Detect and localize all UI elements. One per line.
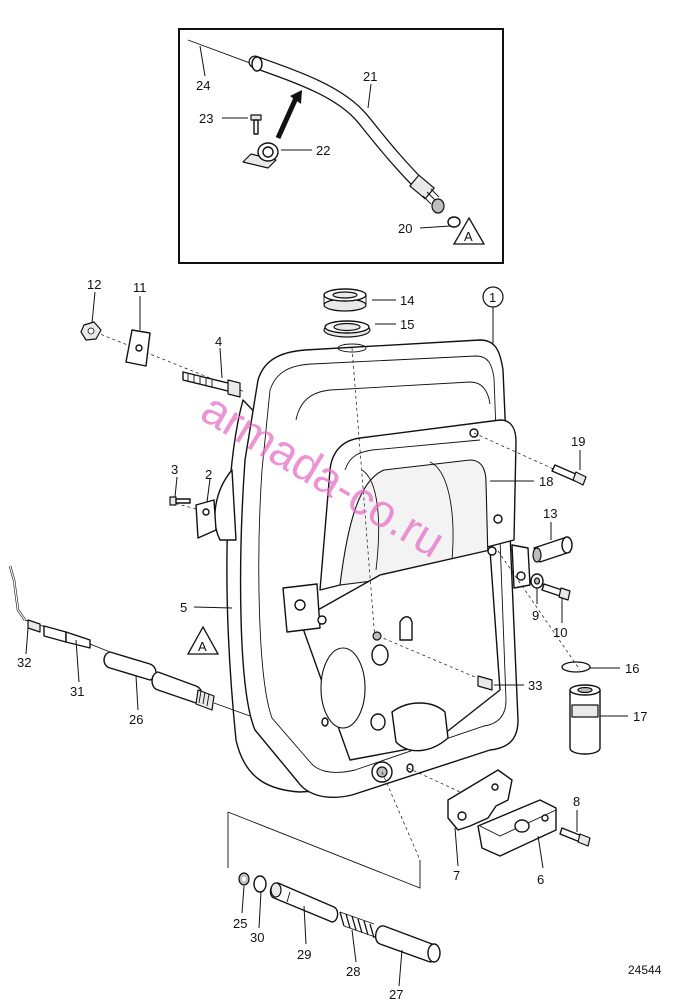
callout-12: 12 [87,277,101,292]
callout-31: 31 [70,684,84,699]
reference-number: 24544 [628,963,662,977]
callout-labels: 1 2 3 4 5 6 7 8 9 10 11 12 13 14 15 16 1… [17,69,647,1000]
detail-a-marker-main [186,625,220,655]
callout-6: 6 [537,872,544,887]
washer-9 [530,573,544,589]
callout-1: 1 [489,290,496,305]
cable-wire-24 [187,39,259,67]
detail-inset [178,28,504,264]
detail-a-marker-inset [452,216,486,245]
callout-30: 30 [250,930,264,945]
grommet-14 [323,288,367,312]
nut-12 [80,321,102,341]
pin-27 [374,925,441,963]
latch-7 [407,767,513,831]
callout-9: 9 [532,608,539,623]
callout-21: 21 [363,69,377,84]
callout-26: 26 [129,712,143,727]
pin-13 [532,536,573,563]
callout-23: 23 [199,111,213,126]
callout-11: 11 [133,280,147,295]
bolt-19 [473,432,587,486]
callout-3: 3 [171,462,178,477]
callout-27: 27 [389,987,403,1000]
bolt-8 [559,827,591,847]
callout-17: 17 [633,709,647,724]
callout-13: 13 [543,506,557,521]
detail-a-letter-inset: A [464,229,473,244]
callout-18: 18 [539,474,553,489]
callout-24: 24 [196,78,210,93]
callout-14: 14 [400,293,414,308]
callout-8: 8 [573,794,580,809]
sleeve-29 [269,882,339,923]
callout-19: 19 [571,434,585,449]
callout-5: 5 [180,600,187,615]
bolt-4 [89,329,246,398]
clamp-22 [242,142,279,169]
callout-15: 15 [400,317,414,332]
o-ring-20 [447,216,461,228]
assembly-arrow [275,96,299,140]
housing-assembly-1 [214,339,531,799]
plate-11 [125,329,151,367]
callout-10: 10 [553,625,567,640]
callout-1-circle [482,286,504,308]
callout-4: 4 [215,334,222,349]
o-ring-30 [253,875,267,893]
bolt-10 [541,583,571,601]
callout-22: 22 [316,143,330,158]
leader-lines [25,45,628,987]
callout-16: 16 [625,661,639,676]
o-ring-16 [561,661,591,673]
cable-tube-21 [248,55,445,214]
screw-23 [250,114,262,135]
callout-28: 28 [346,964,360,979]
detail-a-letter-main: A [198,639,207,654]
screw-3 [169,496,201,511]
cable-assembly-26 [8,565,251,717]
bolt-33 [372,631,493,691]
bottom-exploded-group [227,771,421,889]
callout-33: 33 [528,678,542,693]
sleeve-17 [569,684,601,755]
nut-25 [238,872,250,886]
callout-25: 25 [233,916,247,931]
callout-7: 7 [453,868,460,883]
callout-20: 20 [398,221,412,236]
grommet-15 [323,320,371,338]
callout-29: 29 [297,947,311,962]
bracket-6 [477,799,557,857]
spring-28 [339,911,379,939]
callout-32: 32 [17,655,31,670]
callout-2: 2 [205,467,212,482]
bracket-2 [195,499,217,539]
